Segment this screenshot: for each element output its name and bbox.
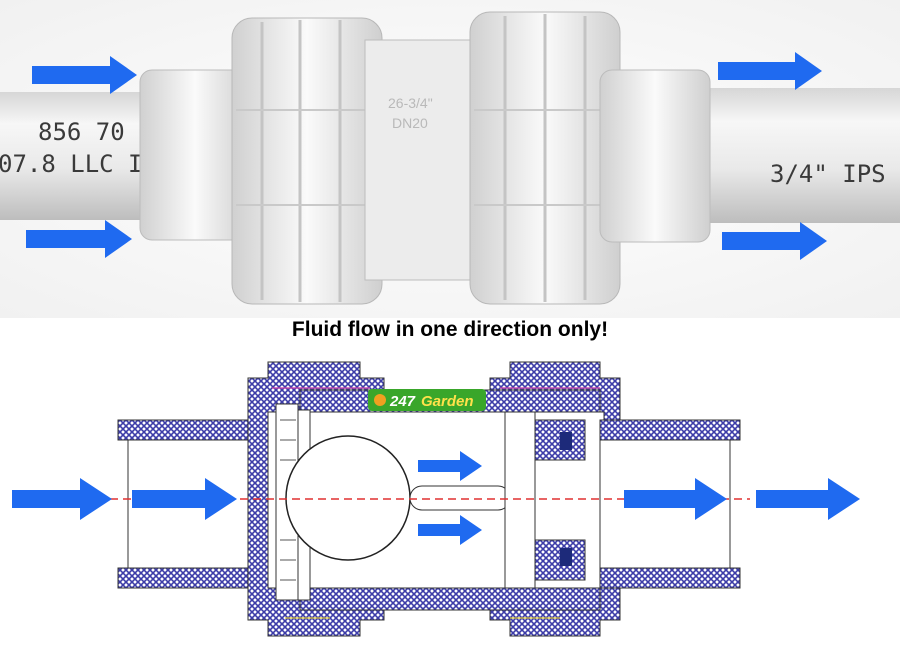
flow-arrow-icon bbox=[12, 478, 112, 520]
logo-word: Garden bbox=[421, 393, 474, 410]
caption: Fluid flow in one direction only! bbox=[291, 318, 609, 341]
left-union-nut bbox=[231, 17, 383, 305]
flower-icon bbox=[374, 394, 386, 406]
pipe-print-right: 3/4" IPS bbox=[770, 160, 886, 188]
right-socket bbox=[599, 69, 711, 243]
cross-section-diagram: 247 Garden bbox=[12, 361, 860, 637]
valve-body: 26-3/4" DN20 bbox=[364, 39, 486, 281]
guide-rod bbox=[409, 485, 511, 511]
fitting-size-label: 26-3/4" bbox=[388, 95, 433, 111]
photo-panel: 856 70 07.8 LLC I 3/4" IPS 26-3/4" DN20 bbox=[0, 0, 900, 318]
pipe-print-left-1: 856 70 bbox=[38, 118, 125, 146]
fitting-dn-label: DN20 bbox=[392, 115, 428, 131]
flow-arrow-icon bbox=[756, 478, 860, 520]
flow-arrow-icon bbox=[418, 515, 482, 545]
body-bottom-wall bbox=[299, 587, 601, 611]
ball-cage bbox=[504, 411, 586, 589]
right-pipe: 3/4" IPS bbox=[690, 88, 900, 223]
brand-logo: 247 Garden bbox=[368, 389, 486, 411]
pipe-print-left-2: 07.8 LLC I bbox=[0, 150, 143, 178]
right-union-nut bbox=[469, 11, 621, 305]
flow-arrow-icon bbox=[722, 222, 827, 260]
flow-arrow-icon bbox=[718, 52, 822, 90]
check-ball bbox=[285, 435, 411, 561]
flow-arrow-icon bbox=[418, 451, 482, 481]
flow-arrow-icon bbox=[32, 56, 137, 94]
logo-number: 247 bbox=[389, 393, 416, 410]
flow-arrow-icon bbox=[624, 478, 727, 520]
flow-arrow-icon bbox=[132, 478, 237, 520]
flow-arrow-icon bbox=[26, 220, 132, 258]
